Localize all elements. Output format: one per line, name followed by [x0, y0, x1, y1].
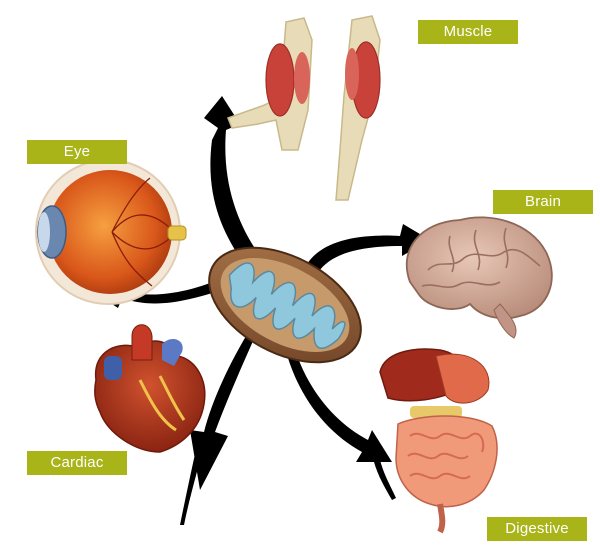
brain-icon — [407, 217, 552, 338]
muscle-icon — [228, 16, 380, 200]
label-eye: Eye — [27, 140, 127, 164]
eye-icon — [36, 160, 186, 304]
heart-icon — [95, 325, 205, 452]
label-digestive: Digestive — [487, 517, 587, 541]
label-muscle: Muscle — [418, 20, 518, 44]
digestive-system-icon — [380, 349, 497, 532]
label-brain: Brain — [493, 190, 593, 214]
label-cardiac: Cardiac — [27, 451, 127, 475]
